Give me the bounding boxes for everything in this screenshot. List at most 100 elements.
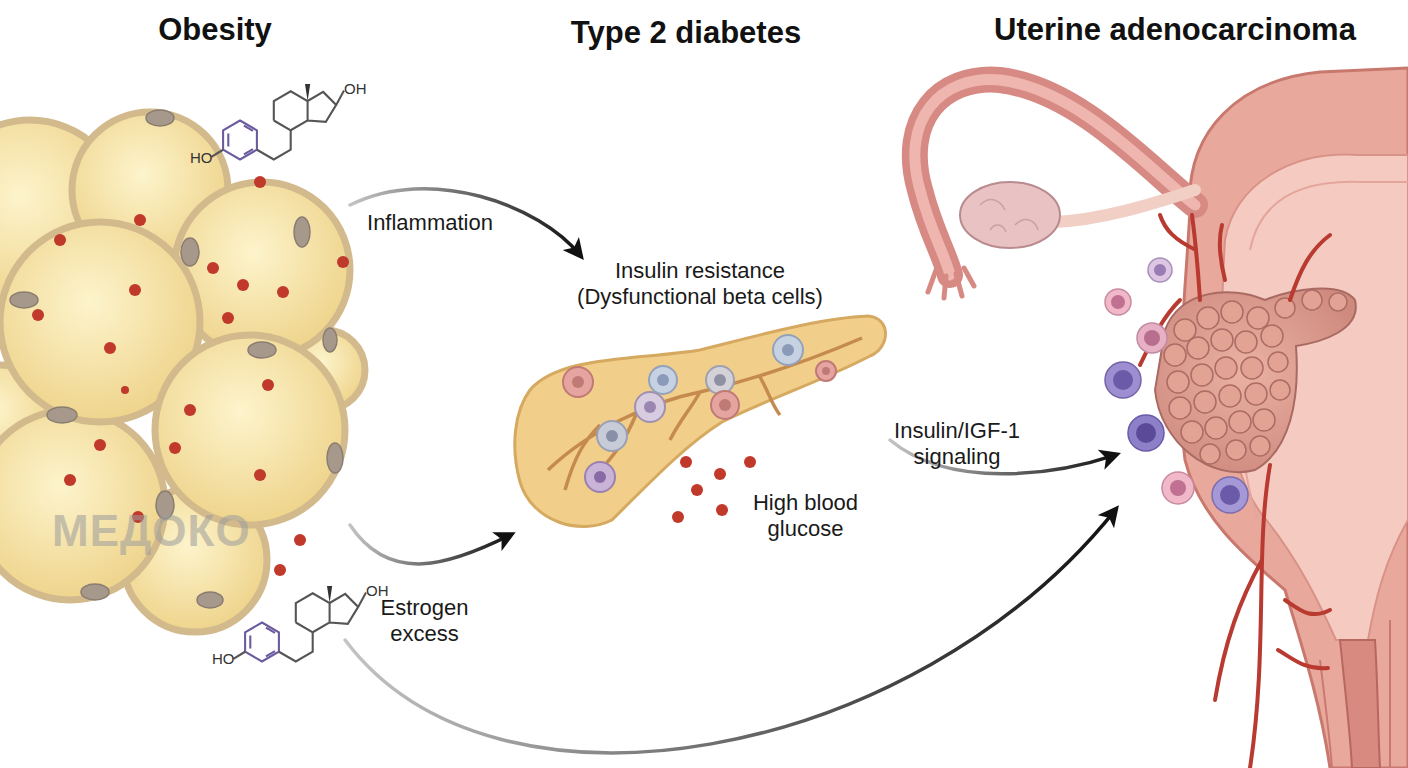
hormone-dots-part	[237, 279, 249, 291]
uterus-part	[928, 268, 974, 298]
immune-cells-part	[1113, 370, 1133, 390]
hormone-dots-part	[129, 284, 141, 296]
panel-heading: Type 2 diabetes	[506, 15, 866, 51]
tumor-part-part	[1221, 301, 1243, 323]
arrow-label: Inflammation	[350, 210, 510, 236]
tumor-part-part	[1164, 344, 1186, 366]
tumor-part-part	[1211, 329, 1233, 351]
hormone-dots-part	[54, 234, 66, 246]
pancreas-part-part	[644, 401, 656, 413]
immune-cells-part	[1144, 330, 1160, 346]
tumor-part-part	[1197, 307, 1219, 329]
tumor-part-part	[1229, 411, 1251, 433]
hormone-dots-part	[134, 214, 146, 226]
glucose-dots-part	[714, 468, 726, 480]
panel-heading: Uterine adenocarcinoma	[985, 12, 1365, 48]
hormone-dots-part	[32, 309, 44, 321]
uterus-part	[980, 200, 1038, 232]
tumor-part-part	[1219, 385, 1241, 407]
blood-vessels-part	[1278, 650, 1328, 668]
cell-nuclei-part	[10, 292, 38, 308]
uterus-part	[1055, 190, 1195, 222]
tumor-part-part	[1253, 409, 1275, 431]
uterus-part	[915, 80, 1195, 275]
uterus-part	[1320, 620, 1390, 768]
tumor-part-part	[1247, 307, 1269, 329]
arrow-label: Insulin/IGF-1 signaling	[882, 418, 1032, 470]
pancreas-part-part	[585, 462, 615, 492]
molecule-atom: HO	[190, 149, 213, 167]
pancreas-part-part	[714, 374, 726, 386]
condition-label: Insulin resistance (Dysfunctional beta c…	[555, 258, 845, 310]
tumor-part-part	[1226, 440, 1246, 460]
immune-cells-part	[1105, 362, 1141, 398]
hormone-dots	[32, 176, 349, 576]
estradiol-molecule	[211, 84, 344, 159]
watermark: МЕДОКО	[52, 506, 251, 556]
hormone-dots-part	[94, 439, 106, 451]
cell-nuclei-part	[146, 110, 174, 126]
uterus-part	[1340, 640, 1380, 768]
immune-cells-part	[1162, 472, 1194, 504]
blood-vessels	[1140, 215, 1330, 768]
fat-cells	[0, 112, 365, 632]
uterus-part	[1181, 68, 1408, 768]
blood-vessels-part	[1192, 215, 1200, 300]
tumor-part-part	[1235, 331, 1257, 353]
uterus-part	[960, 182, 1060, 248]
hormone-dots-part	[121, 386, 129, 394]
uterus-part	[1222, 155, 1408, 640]
tumor-part-part	[1187, 337, 1209, 359]
tumor-part	[1164, 290, 1347, 464]
cell-nuclei-part	[47, 407, 77, 423]
hormone-dots-part	[254, 469, 266, 481]
molecule-atom: OH	[344, 80, 367, 98]
tumor-part-part	[1270, 380, 1290, 400]
hormone-dots-part	[262, 379, 274, 391]
glucose-dots-part	[680, 456, 692, 468]
hormone-dots-part	[337, 256, 349, 268]
cell-nuclei-part	[197, 592, 223, 608]
obesity-panel: Obesity	[0, 140, 350, 640]
pancreas-part-part	[773, 335, 803, 365]
blood-vessels-part	[1290, 235, 1330, 300]
tumor-part-part	[1241, 357, 1263, 379]
glucose-dots-part	[672, 511, 684, 523]
blood-vessels-part	[1285, 600, 1330, 614]
hormone-dots-part	[274, 564, 286, 576]
tumor-part-part	[1191, 364, 1213, 386]
tumor-part	[1155, 288, 1356, 472]
hormone-dots-part	[169, 442, 181, 454]
cell-nuclei-part	[181, 238, 199, 266]
curved-arrow	[350, 189, 580, 255]
fat-cells-part	[155, 335, 345, 525]
glucose-dots-part	[744, 456, 756, 468]
hormone-dots-part	[184, 404, 196, 416]
tumor-part-part	[1261, 325, 1283, 347]
blood-vessels-part	[1160, 215, 1196, 250]
immune-cells-part	[1136, 423, 1156, 443]
pancreas-part-part	[606, 430, 618, 442]
estradiol-molecule	[233, 586, 366, 661]
cell-nuclei-part	[327, 443, 343, 473]
immune-cells-part	[1170, 480, 1186, 496]
cell-nuclei-part	[248, 342, 276, 358]
tumor-part-part	[1181, 421, 1203, 443]
tumor-part-part	[1302, 290, 1322, 310]
immune-cells-part	[1212, 477, 1248, 513]
hormone-dots-part	[64, 474, 76, 486]
pancreas-part-part	[782, 344, 794, 356]
tumor	[1155, 288, 1356, 472]
glucose-dots-part	[691, 484, 703, 496]
pancreas-part-part	[635, 392, 665, 422]
hormone-dots-part	[222, 312, 234, 324]
pancreas-part-part	[711, 391, 739, 419]
pancreas-part-part	[597, 421, 627, 451]
cell-nuclei-part	[323, 328, 337, 352]
blood-vessels-part	[1220, 225, 1225, 280]
hormone-dots-part	[207, 262, 219, 274]
immune-cells-part	[1111, 295, 1125, 309]
tumor-part-part	[1329, 293, 1347, 311]
